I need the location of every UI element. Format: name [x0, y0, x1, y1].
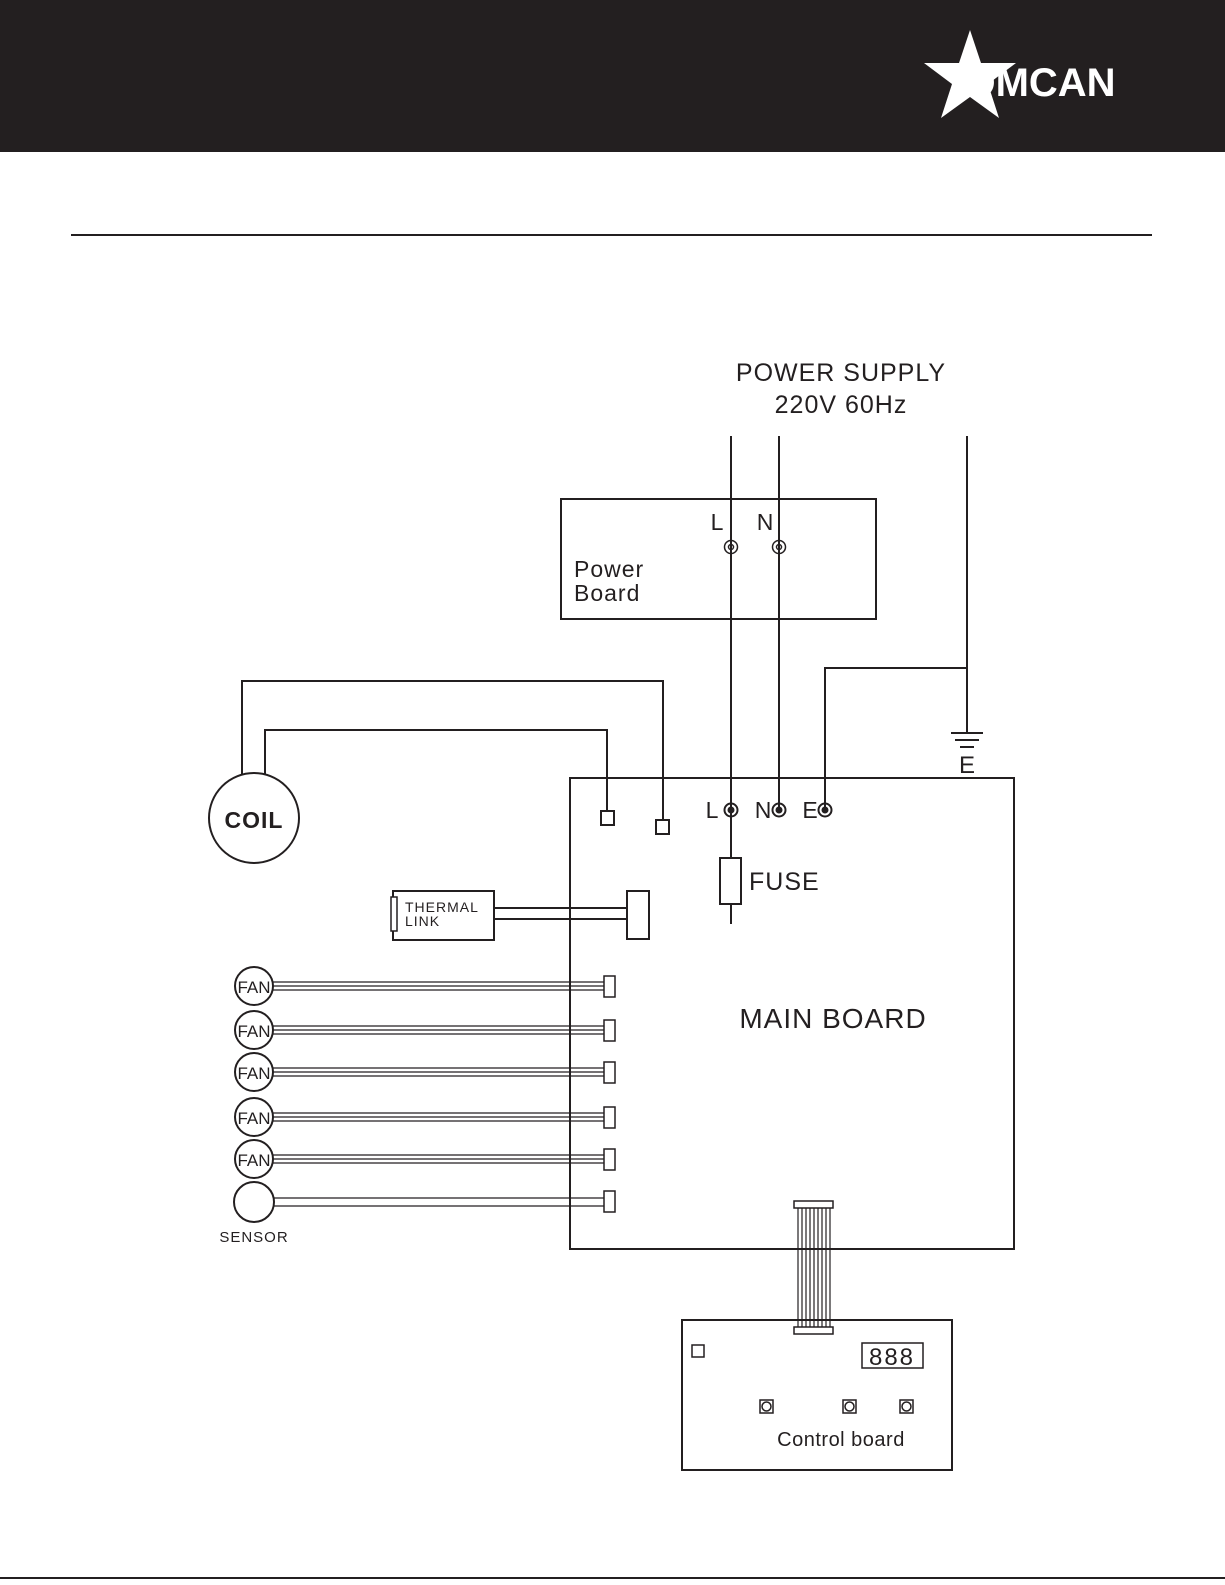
control-board-connector: [692, 1345, 704, 1357]
power-supply-rating: 220V 60Hz: [775, 391, 908, 419]
fan-4: FAN: [235, 1098, 615, 1136]
earth-label: E: [959, 752, 975, 779]
sensor-icon: [234, 1182, 274, 1222]
sensor-label: SENSOR: [219, 1229, 288, 1246]
fan-5-label: FAN: [237, 1151, 270, 1170]
fuse-label: FUSE: [749, 868, 820, 896]
thermal-link-label-line2: LINK: [405, 913, 440, 929]
sensor-connector: [604, 1191, 615, 1212]
fan-1-connector: [604, 976, 615, 997]
control-board-display-digits: 888: [869, 1344, 915, 1371]
earth-branch-wire: [825, 668, 967, 810]
fan-2: FAN: [235, 1011, 615, 1049]
fan-3-label: FAN: [237, 1064, 270, 1083]
coil-connector-b: [656, 820, 669, 834]
fan-4-wires: [273, 1113, 604, 1121]
fan-4-connector: [604, 1107, 615, 1128]
fan-5: FAN: [235, 1140, 615, 1178]
control-board-label: Control board: [777, 1429, 905, 1451]
ribbon-cable: [794, 1201, 833, 1334]
power-board-terminals: [725, 541, 786, 554]
fan-1-label: FAN: [237, 978, 270, 997]
fan-3: FAN: [235, 1053, 615, 1091]
main-board-label: MAIN BOARD: [739, 1003, 926, 1034]
coil-wire-outer: [242, 681, 663, 820]
coil-connector-a: [601, 811, 614, 825]
ribbon-connector-top: [794, 1201, 833, 1208]
fan-3-wires: [273, 1068, 604, 1076]
fan-1: FAN: [235, 967, 615, 1005]
fan-2-connector: [604, 1020, 615, 1041]
power-board-terminal-l: L: [711, 509, 724, 535]
power-board-terminal-n: N: [757, 509, 774, 535]
ribbon-connector-bottom: [794, 1327, 833, 1334]
fuse-icon: [720, 858, 741, 904]
fan-5-connector: [604, 1149, 615, 1170]
sensor-wires: [274, 1198, 604, 1206]
fan-3-connector: [604, 1062, 615, 1083]
fan-2-wires: [273, 1026, 604, 1034]
coil-label: COIL: [225, 807, 284, 833]
sensor: SENSOR: [219, 1182, 615, 1246]
fan-5-wires: [273, 1155, 604, 1163]
thermal-link-tab: [391, 897, 397, 931]
earth-ground-icon: [951, 733, 983, 747]
power-supply-title: POWER SUPPLY: [736, 359, 946, 387]
fan-4-label: FAN: [237, 1109, 270, 1128]
fan-2-label: FAN: [237, 1022, 270, 1041]
main-board-terminal-n: N: [755, 797, 772, 823]
power-board-label-line2: Board: [574, 580, 640, 606]
main-board-terminal-e: E: [802, 797, 817, 823]
coil-wire-inner: [265, 730, 607, 811]
main-board-terminal-l: L: [706, 797, 719, 823]
control-board-buttons: [760, 1400, 913, 1413]
fan-1-wires: [273, 982, 604, 990]
power-board-label-line1: Power: [574, 556, 644, 582]
thermal-link-connector: [627, 891, 649, 939]
